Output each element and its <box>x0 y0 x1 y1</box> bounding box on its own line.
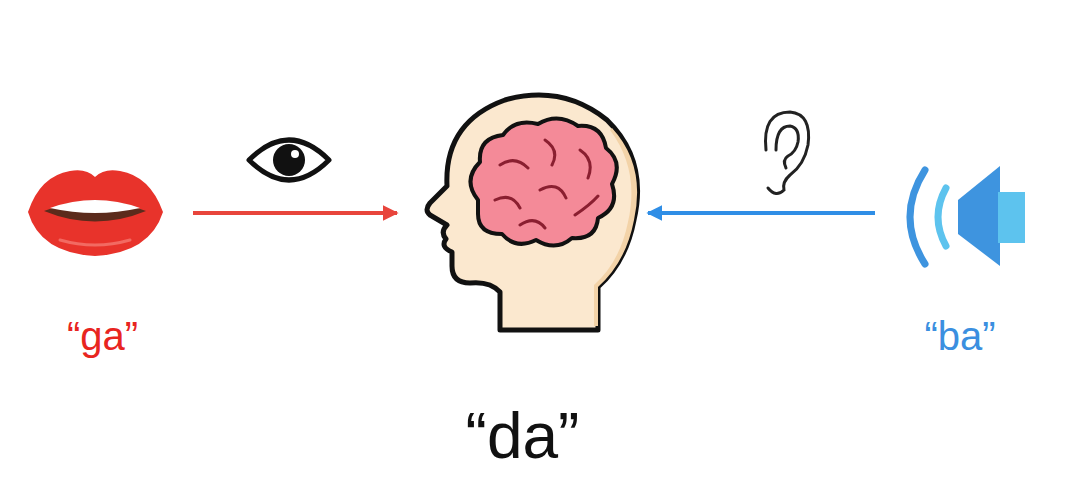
syllable-label: “ga” <box>67 312 138 360</box>
speaker-icon <box>910 166 1025 266</box>
audio-syllable: “ba” <box>878 160 1042 360</box>
syllable-label: “ba” <box>924 312 995 360</box>
eye-icon <box>249 140 329 180</box>
brain-icon <box>470 118 616 245</box>
perceived-syllable: “da” <box>400 90 645 475</box>
syllable-label: “da” <box>466 398 580 475</box>
ear-icon <box>766 112 809 194</box>
visual-arrow <box>193 211 397 215</box>
audio-arrow <box>648 211 875 215</box>
head-icon <box>427 95 638 330</box>
visual-syllable: “ga” <box>15 160 190 360</box>
lips-icon <box>28 170 163 256</box>
